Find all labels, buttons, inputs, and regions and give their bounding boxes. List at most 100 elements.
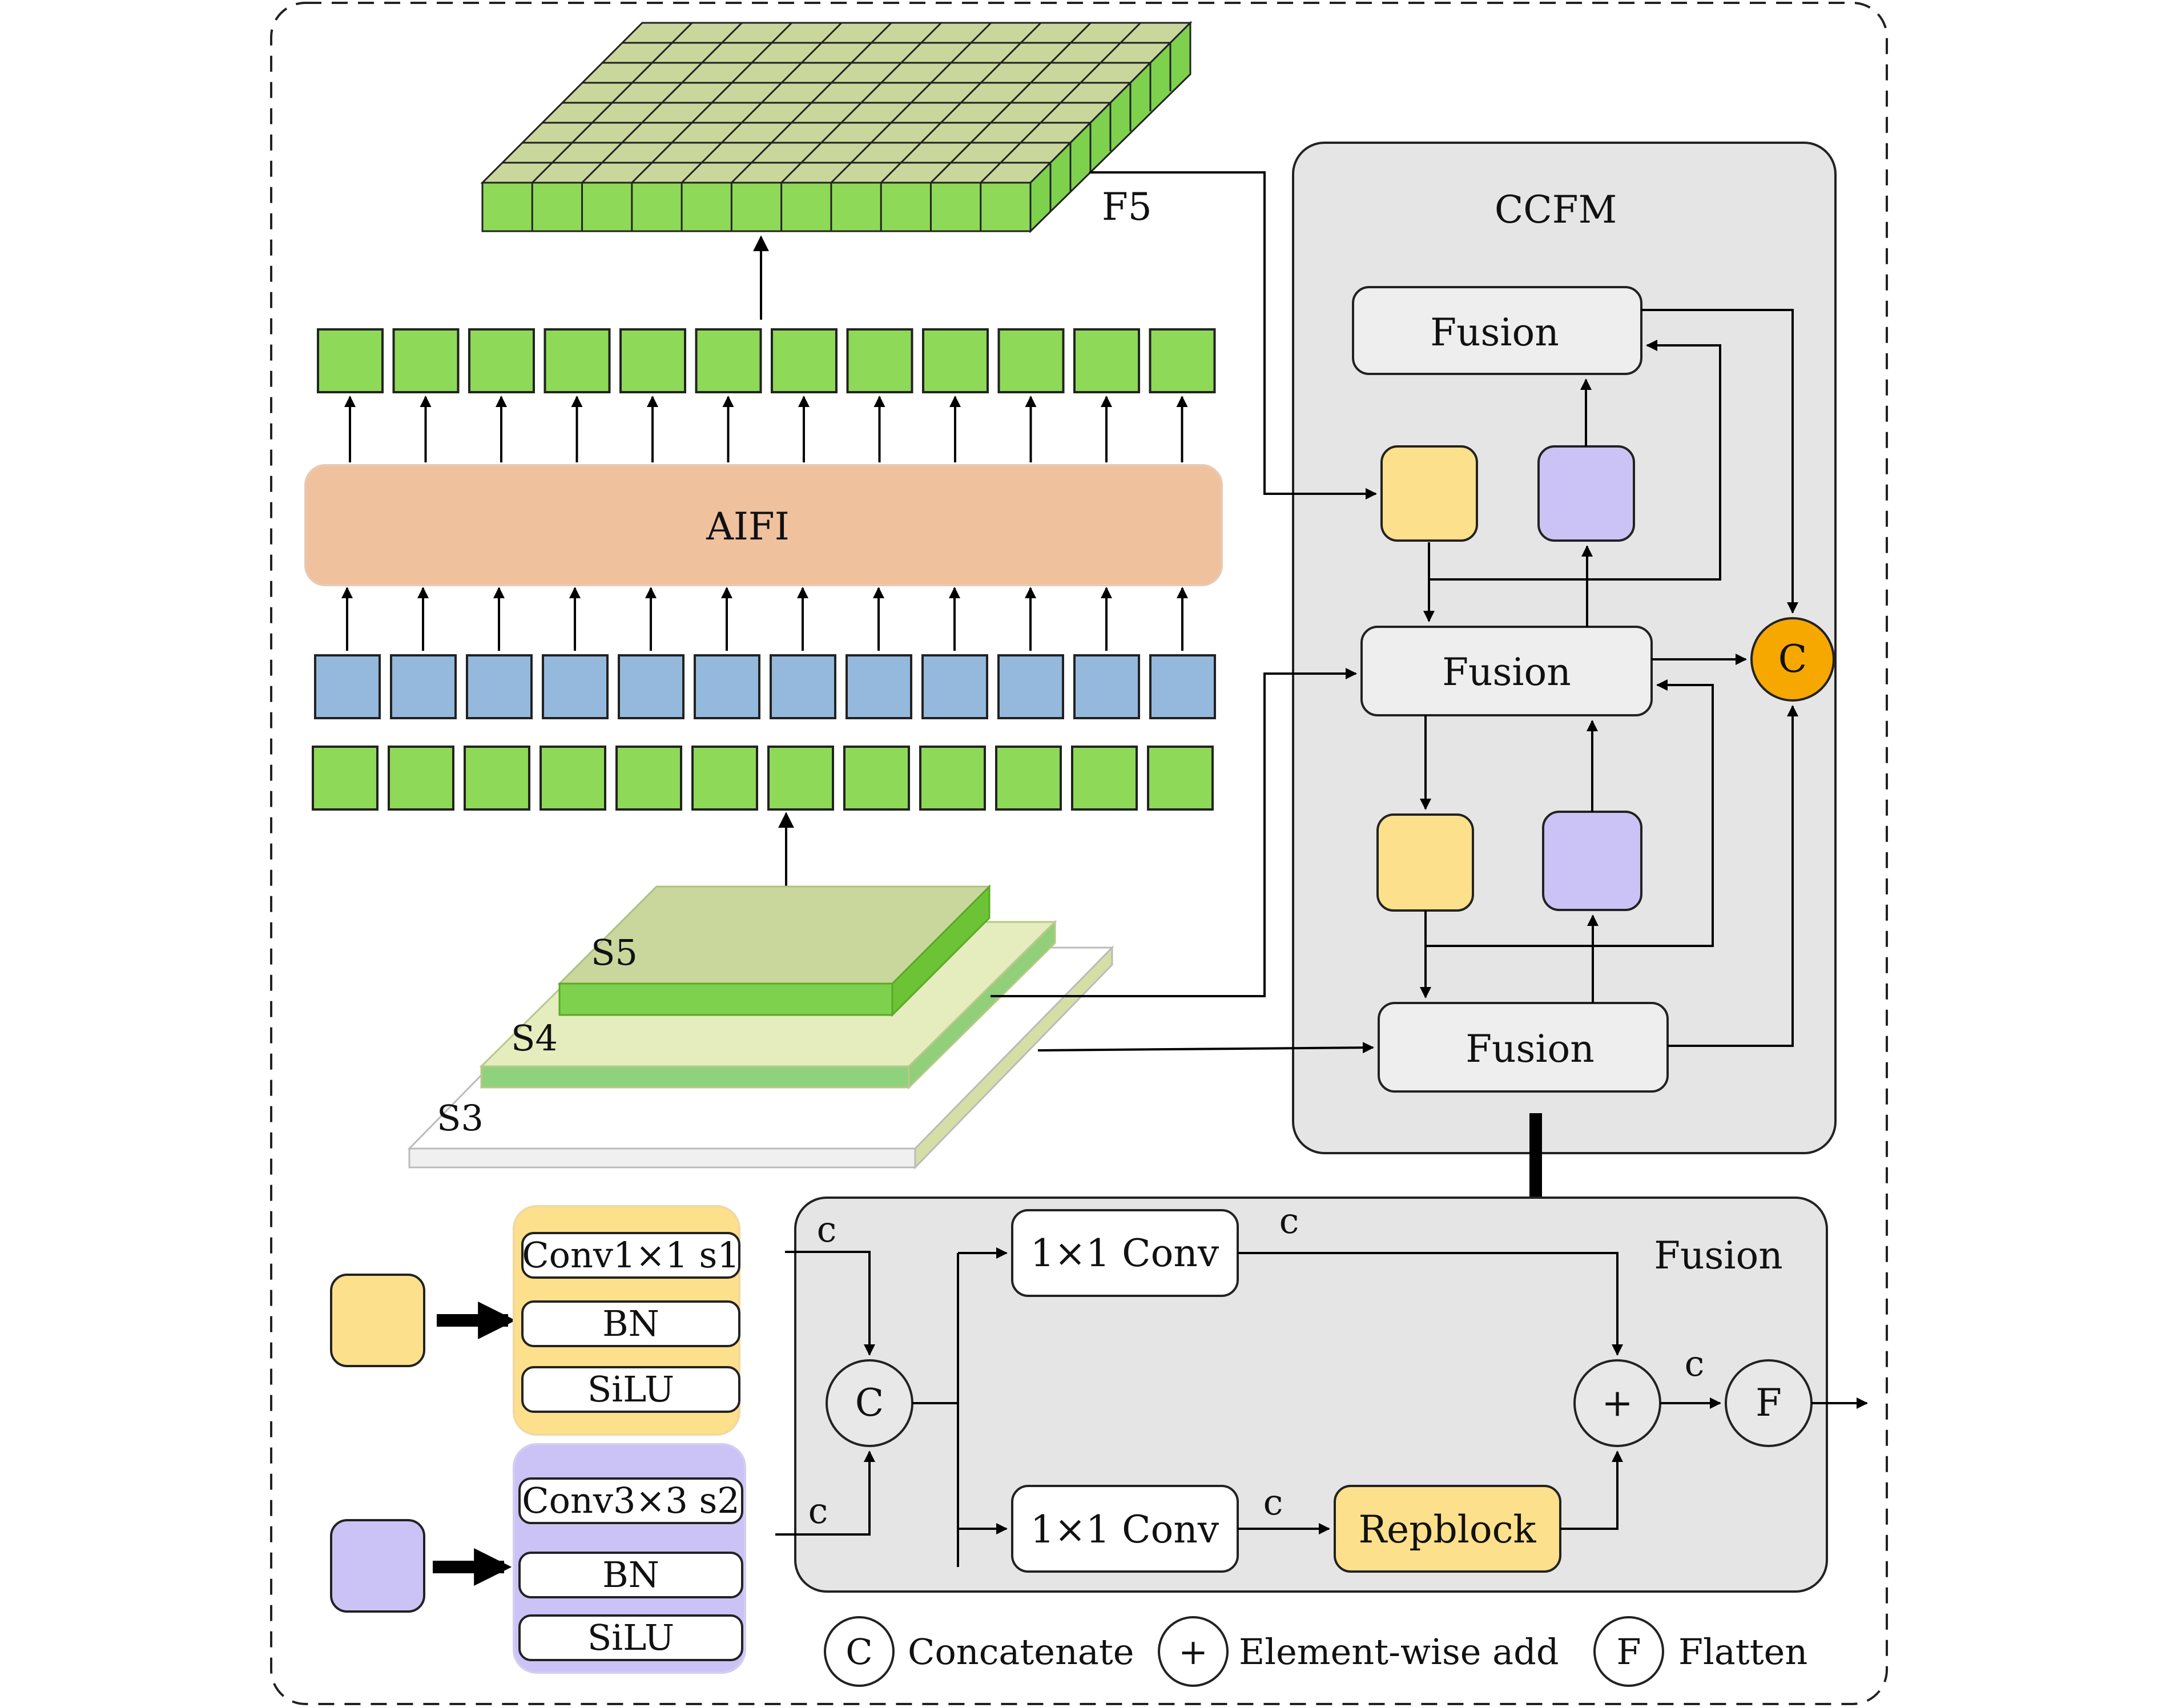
legend-text: Concatenate [908,1631,1134,1673]
fusion-middle-label: Fusion [1442,650,1571,694]
output-token-5 [619,328,686,393]
legend-symbol-3 [1593,1616,1664,1687]
legend-yellow-stack-items: Conv1×1 s1 BN SiLU [521,1232,740,1413]
pos-embed-token-3 [466,654,533,719]
pos-embed-token-6 [694,654,760,719]
aifi-block [304,464,1223,586]
output-token-1 [317,328,384,393]
legend-purple-item-box [518,1614,743,1661]
output-token-11 [1073,328,1140,393]
fusion-detail-title: Fusion [1654,1234,1783,1278]
legend-purple-item-box [518,1552,743,1598]
output-token-2 [392,328,460,393]
ccfm-yellow-block-top [1380,445,1478,542]
legend-yellow-item-label: Conv1×1 s1 [522,1234,740,1276]
legend-yellow-square [330,1274,425,1367]
flatten-label: F [1756,1381,1782,1425]
ccfm-concat-node [1750,617,1835,702]
fusion-bottom-label: Fusion [1465,1027,1595,1071]
output-token-8 [846,328,913,393]
pos-embed-token-12 [1149,654,1216,719]
repblock-label: Repblock [1358,1508,1536,1552]
input-token-12 [1147,746,1214,811]
legend-symbol-label: F [1616,1631,1641,1673]
channel-label-concat-top: c [817,1209,837,1250]
ccfm-concat-label: C [1778,637,1807,681]
fusion-top-label: Fusion [1430,311,1559,355]
pos-embed-token-4 [542,654,609,719]
output-token-12 [1149,328,1216,393]
input-token-10 [995,746,1062,811]
channel-label-conv-bottom: c [1263,1481,1283,1523]
fusion-detail-connections [775,1247,1868,1567]
legend-symbol-label: + [1178,1631,1208,1673]
output-token-4 [543,328,611,393]
fusion-box-middle [1360,626,1653,716]
legend-yellow-item-label: SiLU [587,1368,674,1410]
legend-text: Element-wise add [1239,1631,1559,1673]
channel-label-concat-bottom: c [808,1490,828,1532]
aifi-output-arrows [344,396,1188,462]
ccfm-connections [991,171,1798,1054]
ccfm-yellow-block-bottom [1376,813,1474,912]
input-token-5 [615,746,682,811]
pos-embed-token-9 [921,654,988,719]
f5-label: F5 [1102,185,1152,229]
legend-purple-item-label: Conv3×3 s2 [522,1480,740,1521]
channel-label-add: c [1685,1343,1705,1384]
pos-embed-token-11 [1073,654,1140,719]
s3-label: S3 [437,1097,484,1139]
output-token-7 [771,328,838,393]
legend-purple-stack-items: Conv3×3 s2 BN SiLU [518,1477,743,1661]
input-token-row [312,746,1214,811]
s5-label: S5 [591,932,638,973]
input-token-3 [464,746,530,811]
input-token-7 [767,746,834,811]
position-embedding-row [314,654,1216,719]
legend-yellow-item-box [521,1232,740,1279]
legend-yellow-item-label: BN [602,1303,659,1344]
fusion-concat-label: C [855,1381,884,1425]
input-token-6 [691,746,758,811]
fusion-box-bottom [1378,1002,1669,1093]
legend-purple-item-label: BN [602,1554,659,1596]
legend-purple-item-label: SiLU [587,1617,674,1658]
legend-symbol-label: C [846,1631,872,1673]
input-token-9 [919,746,986,811]
output-token-10 [997,328,1065,393]
f5-feature-grid [480,21,1193,233]
input-token-11 [1071,746,1138,811]
outer-frame [270,2,1888,1705]
aifi-label: AIFI [706,505,790,549]
conv1x1-top-label: 1×1 Conv [1030,1231,1219,1275]
input-token-4 [540,746,606,811]
symbol-legend: C Concatenate + Element-wise add F Flatten [824,1616,1807,1687]
fusion-box-top [1352,286,1642,375]
input-token-8 [843,746,910,811]
output-token-9 [922,328,989,393]
legend-text: Flatten [1678,1631,1807,1673]
ccfm-title: CCFM [1495,188,1617,232]
input-token-2 [388,746,454,811]
ccfm-purple-block-top [1537,445,1635,542]
output-token-6 [695,328,762,393]
legend-symbol-1 [824,1616,895,1687]
conv1x1-bottom-label: 1×1 Conv [1030,1508,1219,1552]
legend-yellow-item-box [521,1366,740,1413]
output-token-3 [468,328,535,393]
s5-slab [557,884,992,1017]
legend-symbol-2 [1158,1616,1229,1687]
legend-purple-item-box [518,1477,743,1524]
aifi-input-arrows [341,587,1188,651]
pos-embed-token-1 [314,654,381,719]
ccfm-purple-block-bottom [1542,811,1642,911]
pos-embed-token-7 [770,654,836,719]
input-token-1 [312,746,379,811]
add-label: + [1601,1381,1633,1425]
pos-embed-token-10 [997,654,1064,719]
pos-embed-token-2 [390,654,457,719]
channel-label-conv-top: c [1279,1200,1299,1242]
output-token-row [317,328,1216,393]
s4-label: S4 [511,1017,558,1059]
